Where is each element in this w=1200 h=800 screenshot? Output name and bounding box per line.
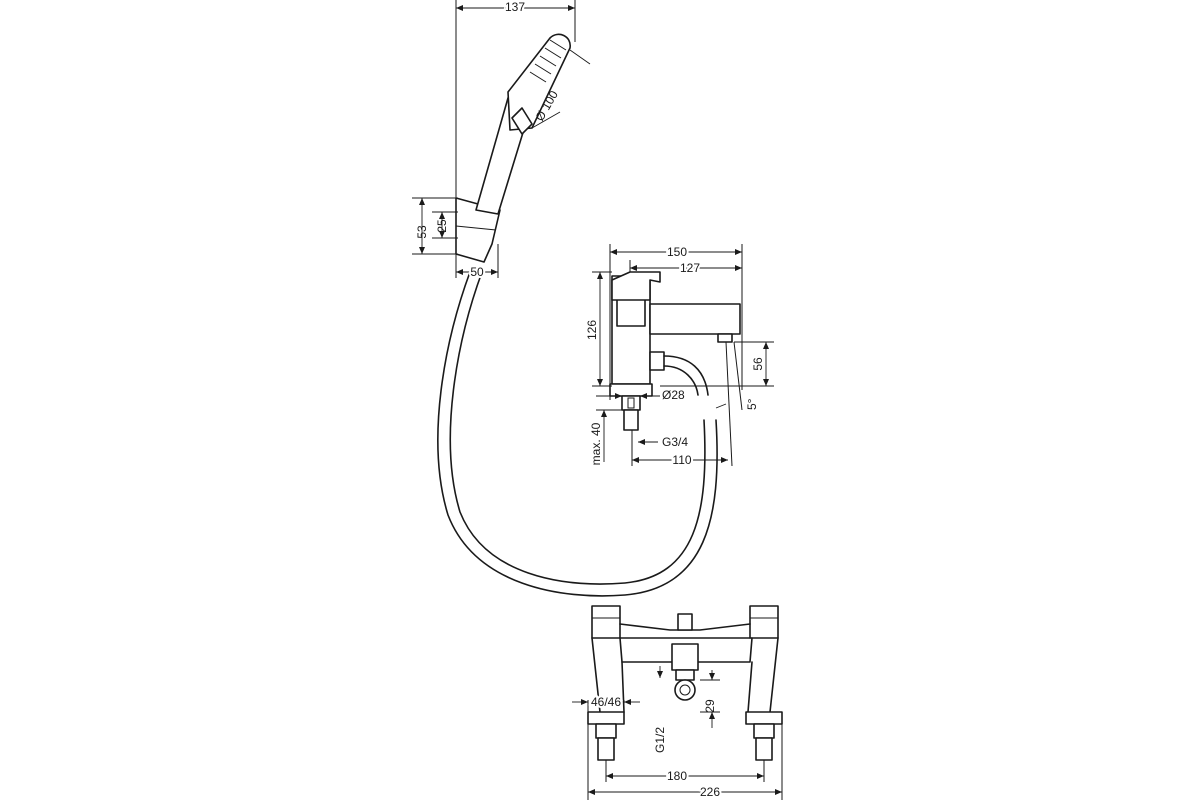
dim-137: 137 <box>505 0 525 14</box>
dim-46-46: 46/46 <box>591 695 621 709</box>
shower-head <box>507 33 571 131</box>
dim-50: 50 <box>470 265 484 279</box>
hose <box>437 271 718 597</box>
dim-180: 180 <box>667 769 687 783</box>
dim-g3-4: G3/4 <box>662 435 688 449</box>
dim-226: 226 <box>700 785 720 799</box>
dim-56: 56 <box>751 357 765 371</box>
dim-g1-2: G1/2 <box>653 727 667 753</box>
dim-diameter-28: Ø28 <box>662 388 685 402</box>
dim-53: 53 <box>415 225 429 239</box>
dim-127: 127 <box>680 261 700 275</box>
dim-150: 150 <box>667 245 687 259</box>
dim-5-degree: 5° <box>745 398 759 410</box>
dim-29: 29 <box>703 699 717 713</box>
mixer-front-view: 46/46 29 G1/2 180 226 <box>572 605 783 800</box>
hand-shower-view: 137 Ø 100 53 25 50 <box>412 0 718 597</box>
dim-25: 25 <box>435 219 449 233</box>
dim-126: 126 <box>585 320 599 340</box>
mixer-side-view: 150 127 126 56 5° Ø28 max. 40 G3/4 110 <box>585 243 774 469</box>
dim-max-40: max. 40 <box>589 422 603 465</box>
dim-110: 110 <box>672 453 691 467</box>
